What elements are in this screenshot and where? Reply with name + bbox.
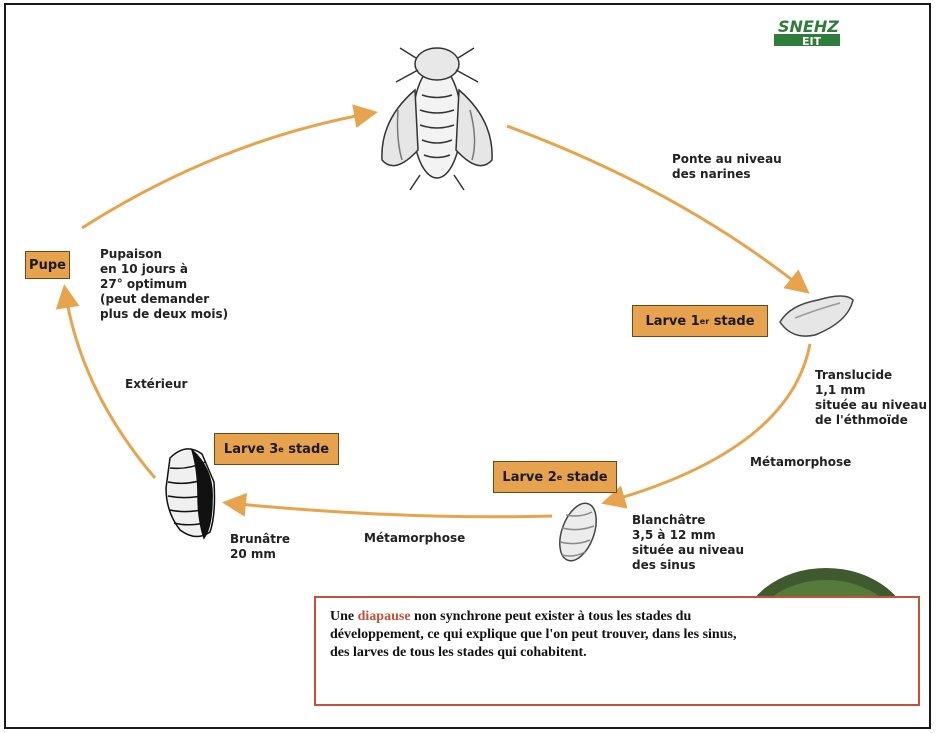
fly-icon: [381, 47, 493, 191]
arrow-larve3-to-pupe: [55, 284, 157, 479]
caption-line: située au niveau: [815, 398, 928, 412]
caption-line: (peut demander: [100, 292, 210, 306]
stage-label-pupe-text: Pupe: [29, 257, 66, 273]
logo: SNEHZ EIT: [772, 14, 844, 50]
logo-text-bottom: EIT: [802, 35, 822, 48]
stage-label-larve3-text: Larve 3: [223, 441, 279, 457]
arrow-larve1-to-larve2: [601, 343, 812, 509]
note-highlight-diapause: diapause: [357, 609, 411, 624]
stage-label-larve1-text: Larve 1: [645, 313, 700, 329]
caption-line: de l'éthmoïde: [815, 413, 908, 427]
stage-label-larve1-suffix: stade: [709, 313, 755, 329]
caption-pupaison: Pupaison en 10 jours à 27° optimum (peut…: [100, 247, 228, 322]
note-text-after: non synchrone peut exister à tous les st…: [330, 609, 737, 660]
stage-label-pupe: Pupe: [25, 251, 70, 279]
caption-ponte: Ponte au niveau des narines: [672, 152, 782, 182]
caption-metamorphose-bottom: Métamorphose: [364, 531, 465, 546]
arrow-larve2-to-larve3: [222, 492, 553, 519]
caption-line: en 10 jours à: [100, 262, 188, 276]
caption-metamorphose-right: Métamorphose: [750, 455, 851, 470]
logo-bar: [774, 34, 840, 46]
caption-translucide: Translucide 1,1 mm située au niveau de l…: [815, 368, 927, 428]
stage-label-larve3-sup: e: [278, 444, 284, 454]
larva-stage1-icon: [779, 295, 854, 337]
caption-line: Métamorphose: [364, 531, 466, 545]
caption-line: Ponte au niveau: [672, 152, 782, 166]
caption-line: Translucide: [815, 368, 893, 382]
caption-exterieur: Extérieur: [125, 377, 187, 392]
arrow-pupe-to-fly: [81, 104, 378, 230]
larva-stage2-icon: [559, 502, 597, 562]
caption-line: Pupaison: [100, 247, 163, 261]
caption-brunatre: Brunâtre 20 mm: [230, 532, 290, 562]
diapause-note-text: Une diapause non synchrone peut exister …: [330, 608, 740, 662]
diapause-note-box: Une diapause non synchrone peut exister …: [314, 596, 920, 706]
caption-line: plus de deux mois): [100, 307, 229, 321]
caption-line: des sinus: [632, 558, 696, 572]
caption-line: Brunâtre: [230, 532, 291, 546]
stage-label-larve2-text: Larve 2: [502, 469, 557, 485]
caption-line: 27° optimum: [100, 277, 188, 291]
stage-label-larve1-sup: er: [699, 316, 710, 326]
caption-line: 20 mm: [230, 547, 276, 561]
caption-line: Extérieur: [125, 377, 188, 391]
caption-line: 3,5 à 12 mm: [632, 528, 716, 542]
caption-blanchatre: Blanchâtre 3,5 à 12 mm située au niveau …: [632, 513, 744, 573]
caption-line: 1,1 mm: [815, 383, 866, 397]
note-text-before: Une: [330, 609, 358, 624]
arrow-fly-to-larve1: [506, 124, 810, 294]
stage-label-larve3-suffix: stade: [283, 441, 330, 457]
caption-line: Métamorphose: [750, 455, 852, 469]
stage-label-larve2-suffix: stade: [562, 469, 608, 485]
caption-line: Blanchâtre: [632, 513, 706, 527]
logo-text-top: SNEHZ: [778, 17, 839, 36]
caption-line: des narines: [672, 167, 751, 181]
caption-line: située au niveau: [632, 543, 745, 557]
stage-label-larve2-sup: e: [556, 472, 563, 482]
larva-stage3-icon: [165, 447, 216, 540]
